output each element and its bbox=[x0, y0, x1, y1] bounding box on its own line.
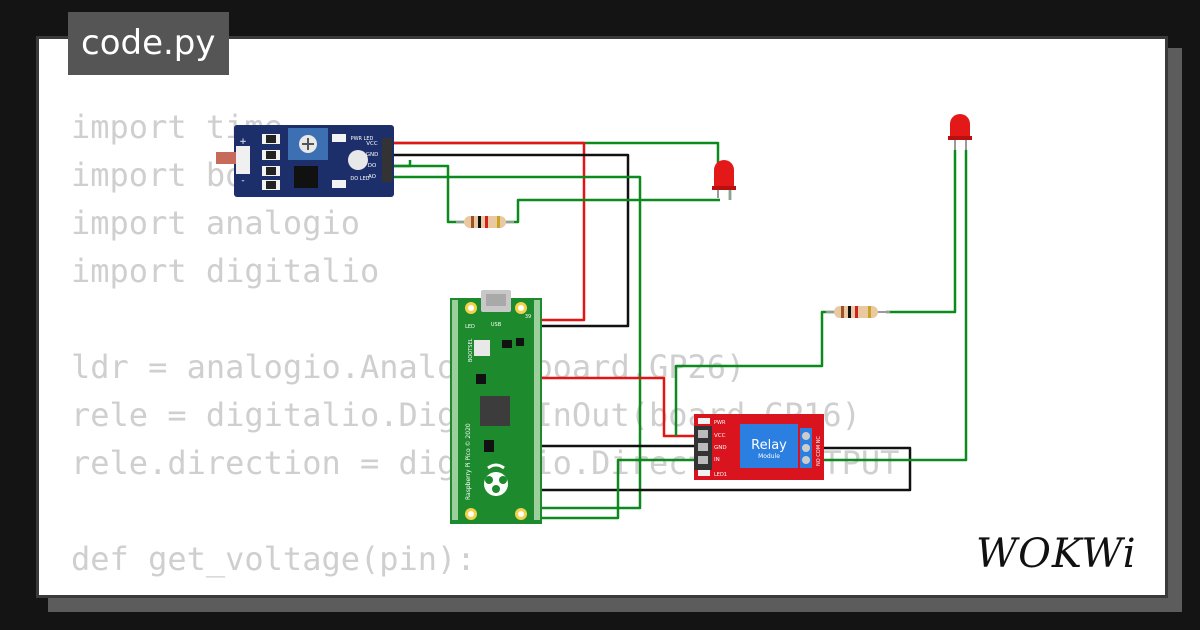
ldr-pin-label: AO bbox=[368, 174, 377, 180]
relay-module[interactable]: VCC GND IN PWR LED1 Relay Module NO COM … bbox=[694, 414, 824, 480]
wire-led2-resistor2[interactable] bbox=[886, 150, 957, 314]
pico-pin-label: 39 bbox=[525, 314, 531, 320]
wire-ldr-do[interactable] bbox=[392, 164, 466, 224]
relay-pin-label: VCC bbox=[714, 433, 726, 439]
pico-board-label: Raspberry Pi Pico © 2020 bbox=[465, 423, 472, 500]
ldr-pin-label: VCC bbox=[366, 141, 378, 147]
resistor-1[interactable] bbox=[456, 216, 514, 228]
ldr-led-icon bbox=[348, 150, 368, 170]
pico-led-label: LED bbox=[465, 324, 475, 330]
ldr-module[interactable]: + - PWR LED DO LED VCC GND DO AO bbox=[216, 125, 394, 197]
raspberry-pi-pico[interactable]: LED USB 39 BOOTSEL Raspberry Pi Pico © 2… bbox=[450, 290, 542, 524]
wire-relay-in[interactable] bbox=[538, 458, 700, 520]
relay-title: Relay bbox=[751, 438, 787, 453]
relay-terminal-label: NO COM NC bbox=[816, 436, 822, 466]
file-name-tab: code.py bbox=[68, 12, 229, 75]
led-icon bbox=[950, 114, 970, 140]
code-line: def get_voltage(pin): bbox=[71, 540, 476, 578]
rp2040-chip bbox=[480, 396, 510, 426]
relay-pwr-label: PWR bbox=[714, 420, 726, 426]
code-line: import digitalio bbox=[71, 252, 380, 290]
wire-relay-vcc[interactable] bbox=[538, 376, 700, 438]
photoresistor-icon[interactable] bbox=[216, 152, 236, 164]
relay-led-label: LED1 bbox=[714, 472, 727, 478]
wire-ldr-power[interactable] bbox=[392, 141, 586, 322]
pwr-led-label: PWR LED bbox=[351, 136, 374, 142]
wire-ldr-vcc[interactable] bbox=[392, 141, 720, 178]
relay-pin-label: GND bbox=[714, 445, 727, 451]
led-2[interactable] bbox=[948, 114, 972, 150]
relay-pin-label: IN bbox=[714, 457, 720, 463]
relay-body bbox=[740, 424, 798, 468]
wire-relay-no-led2[interactable] bbox=[822, 150, 968, 462]
ldr-pin-label: DO bbox=[368, 163, 377, 169]
ldr-pin-label: GND bbox=[366, 152, 379, 158]
led-1[interactable] bbox=[712, 160, 736, 200]
wire-ldr-gnd[interactable] bbox=[392, 153, 630, 328]
bootsel-button[interactable] bbox=[474, 340, 490, 356]
wire-resistor1-led1[interactable] bbox=[504, 198, 720, 224]
raspberry-logo-icon bbox=[484, 463, 508, 496]
ldr-minus-label: - bbox=[241, 176, 244, 186]
led-icon bbox=[714, 160, 734, 190]
wire-ldr-ao[interactable] bbox=[392, 175, 642, 510]
ldr-plus-label: + bbox=[239, 137, 247, 147]
code-line: import analogio bbox=[71, 204, 360, 242]
wokwi-logo: WOKWi bbox=[976, 531, 1137, 577]
bootsel-label: BOOTSEL bbox=[468, 338, 474, 362]
do-led-label: DO LED bbox=[350, 176, 369, 182]
resistor-2[interactable] bbox=[826, 306, 890, 318]
relay-subtitle: Module bbox=[758, 453, 780, 460]
pico-usb-label: USB bbox=[491, 322, 502, 328]
